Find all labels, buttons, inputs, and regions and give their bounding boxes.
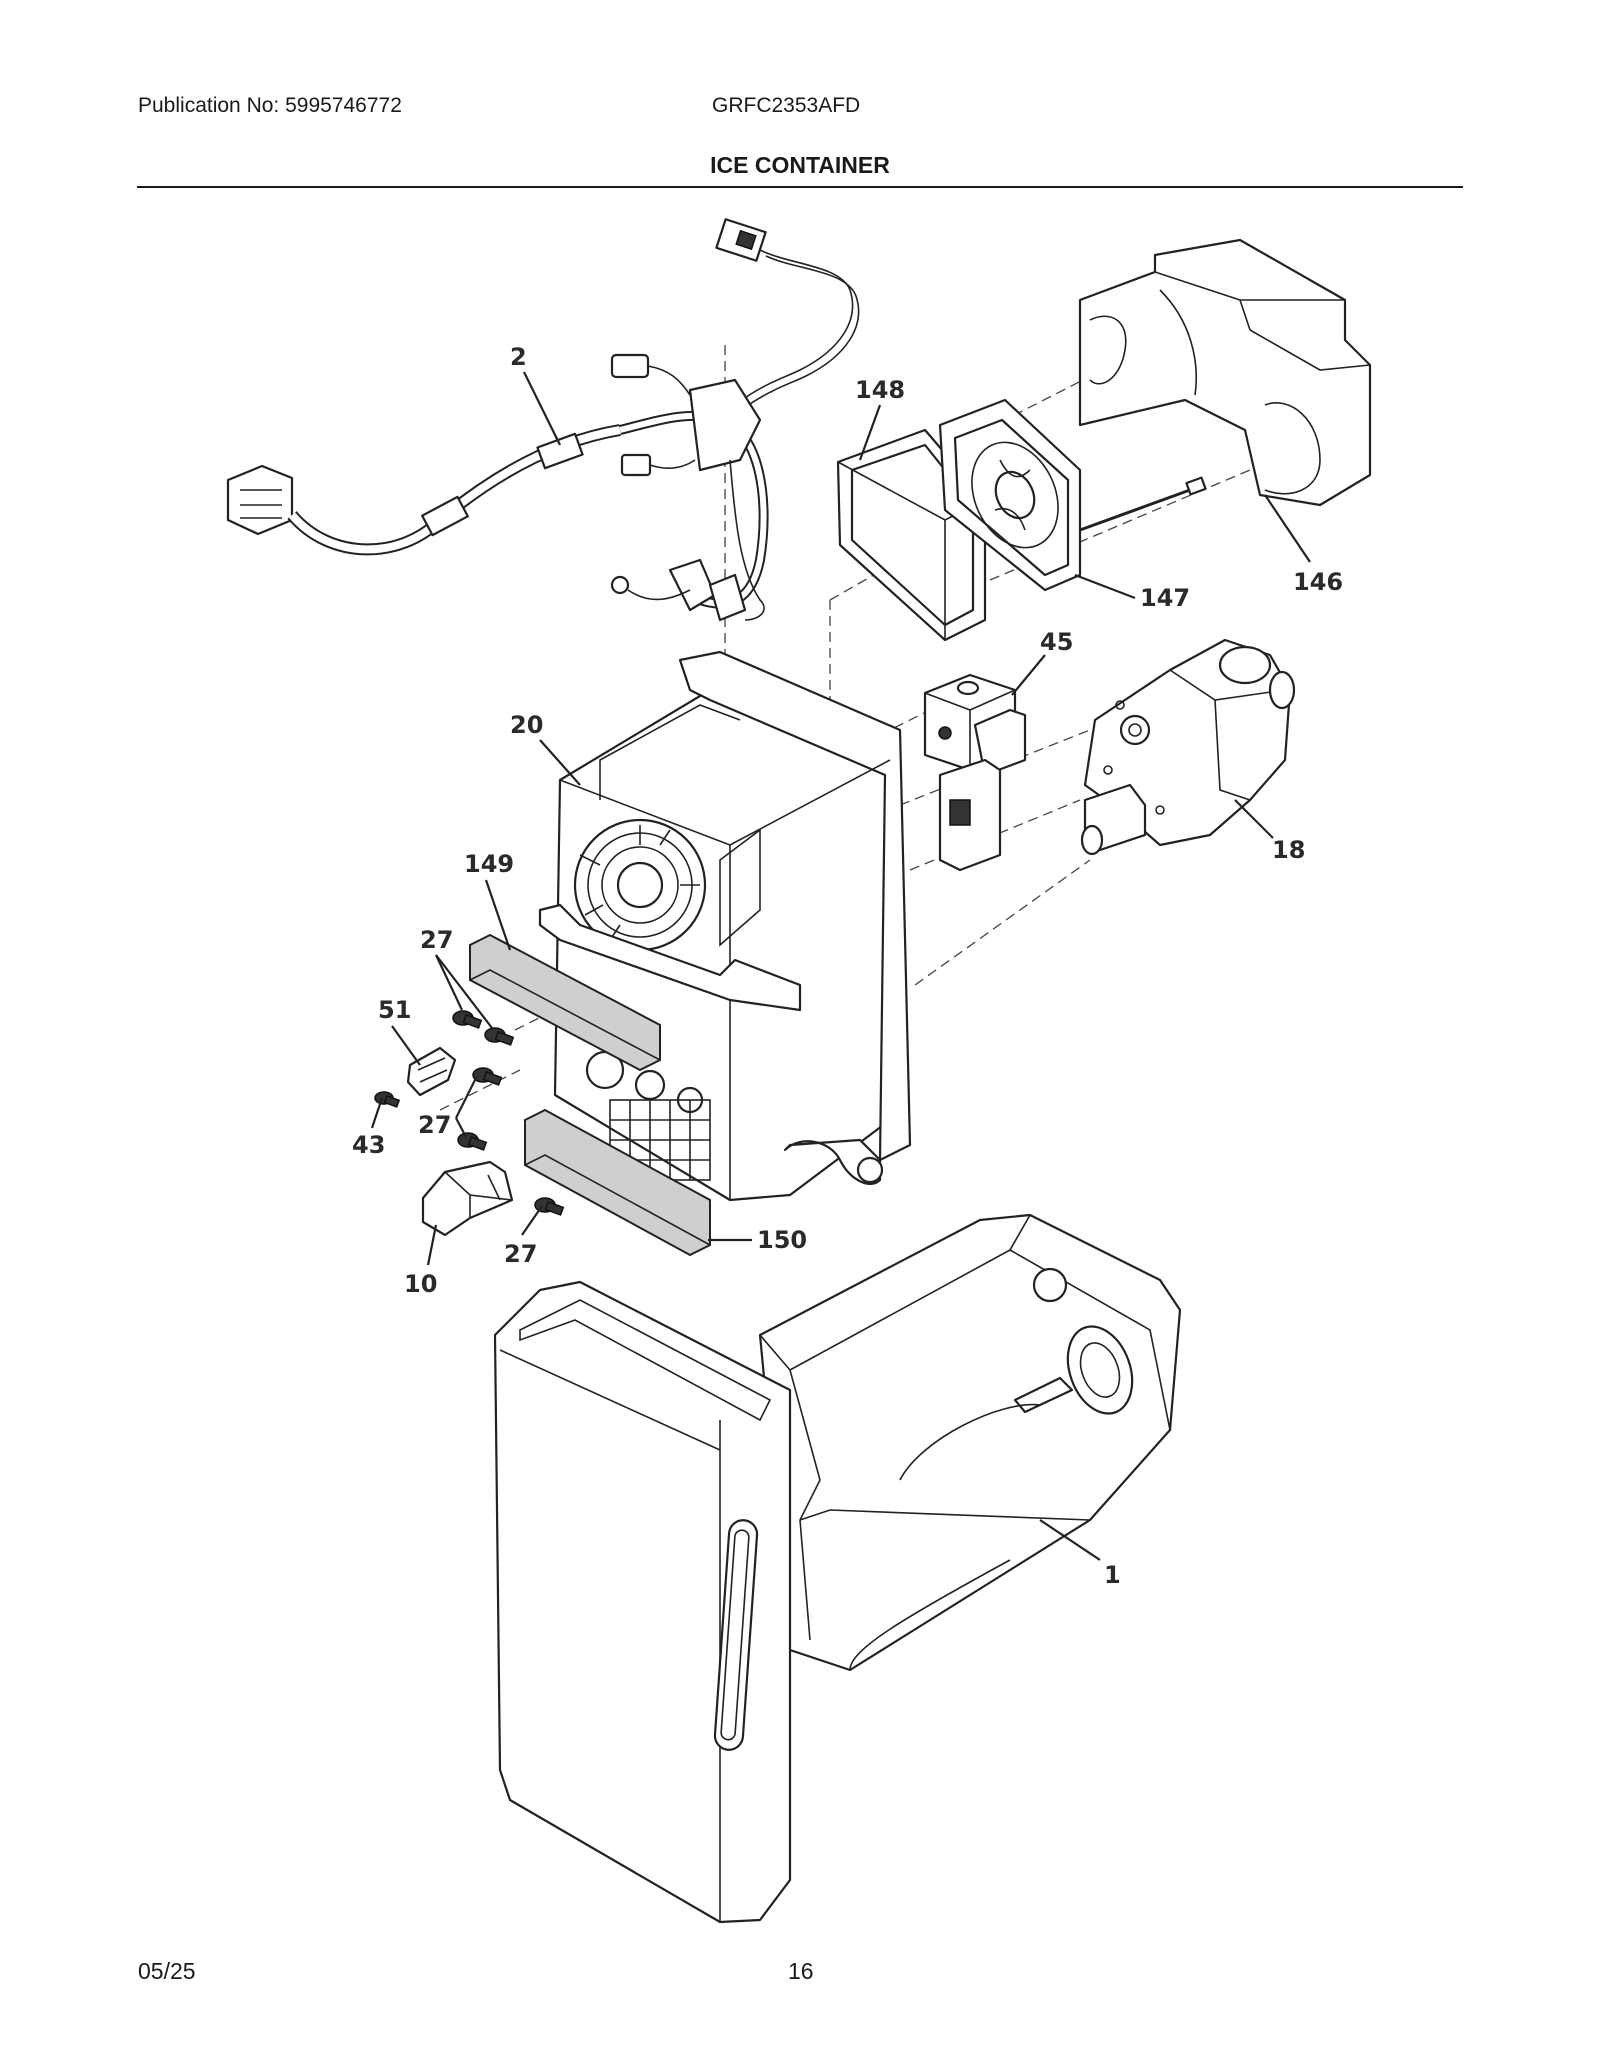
seal-strip-part-149	[469, 933, 661, 1072]
auger-motor-part-18	[1080, 638, 1296, 856]
header-divider	[137, 186, 1463, 188]
callout-27-middle: 27	[418, 1111, 451, 1139]
leader-lines	[370, 371, 1311, 1561]
callout-51: 51	[378, 996, 411, 1024]
air-duct-part-146	[1078, 238, 1372, 507]
part-callouts: 2 148 146 147 45 20 18 149 27 51 43 27 1…	[352, 343, 1343, 1589]
callout-10: 10	[404, 1270, 437, 1298]
callout-27-upper: 27	[420, 926, 453, 954]
solenoid-part-45	[923, 673, 1027, 872]
footer-date: 05/25	[138, 1958, 196, 1984]
callout-148: 148	[855, 376, 905, 404]
screw-part-43	[374, 1091, 401, 1108]
page-number: 16	[788, 1958, 814, 1984]
page-title: ICE CONTAINER	[710, 152, 890, 178]
callout-149: 149	[464, 850, 514, 878]
callout-146: 146	[1293, 568, 1343, 596]
callout-2: 2	[510, 343, 527, 371]
callout-147: 147	[1140, 584, 1190, 612]
callout-1: 1	[1104, 1561, 1121, 1589]
fan-motor-part-147	[938, 398, 1207, 592]
callout-27-lower: 27	[504, 1240, 537, 1268]
callout-20: 20	[510, 711, 543, 739]
callout-18: 18	[1272, 836, 1305, 864]
publication-number: Publication No: 5995746772	[138, 94, 402, 117]
bracket-part-10	[421, 1160, 514, 1237]
wire-harness-part-2	[226, 218, 860, 622]
callout-150: 150	[757, 1226, 807, 1254]
clip-part-51	[406, 1046, 457, 1097]
model-number: GRFC2353AFD	[712, 94, 861, 117]
callout-43: 43	[352, 1131, 385, 1159]
callout-45: 45	[1040, 628, 1073, 656]
ice-bucket-part-1	[493, 1213, 1182, 1924]
housing-part-20	[538, 650, 912, 1202]
seal-strip-part-150	[524, 1108, 711, 1257]
